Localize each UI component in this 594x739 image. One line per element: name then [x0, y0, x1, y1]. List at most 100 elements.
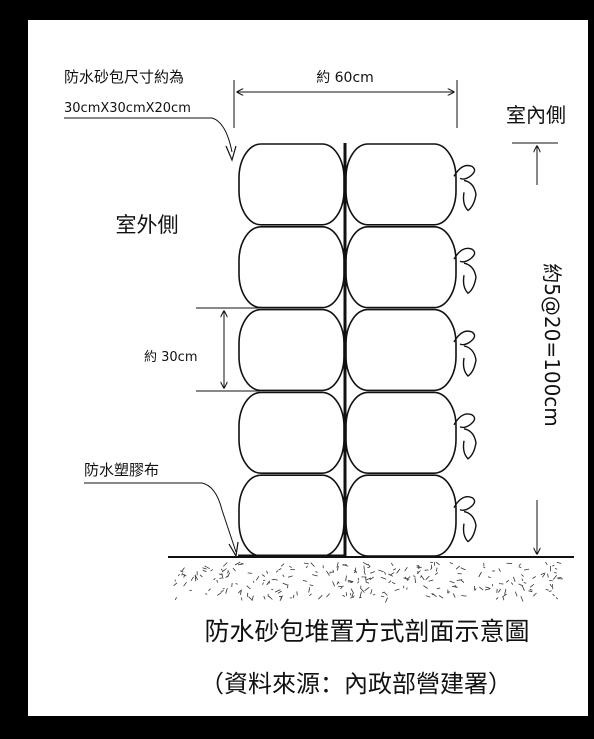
- sand-tick: [235, 583, 238, 585]
- sand-tick: [202, 569, 207, 573]
- sand-tick: [350, 588, 355, 594]
- sand-tick: [497, 588, 502, 593]
- sand-tick: [382, 591, 385, 594]
- sand-tick: [512, 576, 516, 582]
- sand-tick: [452, 585, 458, 588]
- sand-tick: [177, 573, 180, 577]
- sand-tick: [342, 564, 349, 567]
- sand-tick: [287, 584, 289, 589]
- sand-tick: [338, 585, 344, 588]
- total-height-label: 約5@20=100cm: [540, 263, 564, 427]
- sand-tick: [278, 568, 282, 571]
- sand-tick: [302, 580, 308, 582]
- sand-tick: [366, 577, 372, 581]
- sand-tick: [360, 587, 365, 593]
- sand-tick: [181, 567, 185, 572]
- sand-tick: [363, 570, 366, 576]
- sand-tick: [199, 574, 203, 578]
- sand-tick: [380, 595, 385, 598]
- sand-tick: [365, 576, 367, 583]
- sand-tick: [337, 581, 340, 584]
- bag-size-label-line1: 防水砂包尺寸約為: [64, 68, 184, 86]
- sand-tick: [255, 575, 260, 581]
- sand-tick: [484, 588, 491, 591]
- sand-tick: [336, 566, 339, 571]
- tarp-label: 防水塑膠布: [84, 461, 159, 479]
- sand-tick: [252, 580, 255, 583]
- sand-tick: [305, 565, 308, 569]
- sandbag: [345, 308, 457, 392]
- sand-tick: [251, 595, 254, 601]
- sand-tick: [353, 570, 357, 574]
- sand-tick: [225, 587, 228, 594]
- sand-tick: [420, 575, 425, 581]
- sand-tick: [345, 592, 348, 596]
- sand-tick: [180, 570, 184, 573]
- sandbag: [345, 391, 457, 474]
- sand-tick: [204, 565, 207, 568]
- sand-tick: [552, 593, 555, 597]
- sand-tick: [280, 563, 285, 567]
- sand-tick: [452, 593, 456, 598]
- sand-tick: [456, 579, 463, 581]
- sand-tick: [380, 576, 387, 580]
- bag-size-leader-line: [64, 117, 233, 153]
- sand-tick: [183, 582, 187, 587]
- sand-tick: [412, 575, 416, 577]
- sand-tick: [435, 567, 438, 572]
- sand-tick: [280, 596, 282, 600]
- sand-tick: [502, 593, 507, 598]
- sand-tick: [340, 586, 343, 590]
- bag-height-label: 約 30cm: [144, 350, 198, 365]
- sand-tick: [275, 570, 279, 573]
- sand-tick: [190, 576, 194, 581]
- sand-tick: [174, 597, 177, 601]
- sandbag-tie-knot: [453, 413, 477, 460]
- sand-tick: [431, 593, 434, 596]
- sandbag-tie-knot: [453, 496, 477, 543]
- bag-size-label-line2: 30cmX30cmX20cm: [64, 101, 191, 116]
- sand-tick: [364, 586, 370, 592]
- sand-tick: [483, 566, 486, 569]
- sand-tick: [208, 588, 211, 592]
- sand-tick: [312, 574, 318, 577]
- sandbag-tie-knot: [453, 164, 477, 212]
- sand-tick: [510, 582, 514, 585]
- sand-tick: [474, 588, 477, 591]
- sand-tick: [345, 575, 347, 582]
- sand-tick: [353, 569, 358, 574]
- sand-tick: [231, 582, 233, 588]
- sand-tick: [318, 594, 323, 600]
- sand-tick: [204, 593, 208, 595]
- sand-tick: [390, 562, 394, 567]
- outdoor-side-label: 室外側: [116, 213, 179, 237]
- sand-tick: [303, 562, 309, 565]
- sand-tick: [548, 590, 552, 592]
- sand-tick: [246, 585, 251, 590]
- sand-tick: [506, 562, 513, 565]
- sandbag: [238, 143, 345, 226]
- sand-tick: [404, 566, 408, 572]
- sand-tick: [222, 587, 225, 590]
- sand-tick: [326, 570, 330, 576]
- sand-tick: [370, 589, 373, 595]
- sand-tick: [504, 588, 507, 595]
- sand-tick: [485, 586, 491, 589]
- sand-tick: [425, 595, 431, 598]
- sand-tick: [173, 582, 178, 587]
- sand-tick: [393, 568, 397, 571]
- sand-tick: [202, 567, 207, 570]
- sand-tick: [385, 597, 388, 603]
- caption-title: 防水砂包堆置方式剖面示意圖: [204, 617, 529, 646]
- sand-tick: [309, 584, 314, 587]
- sand-tick: [552, 564, 555, 567]
- sand-tick: [521, 578, 524, 582]
- sand-tick: [547, 573, 549, 578]
- sand-tick: [384, 571, 387, 575]
- sand-tick: [388, 580, 392, 584]
- sandbag: [238, 226, 345, 309]
- sandbag: [345, 143, 457, 226]
- sand-tick: [416, 565, 420, 567]
- sand-tick: [282, 582, 288, 586]
- sand-tick: [273, 578, 278, 581]
